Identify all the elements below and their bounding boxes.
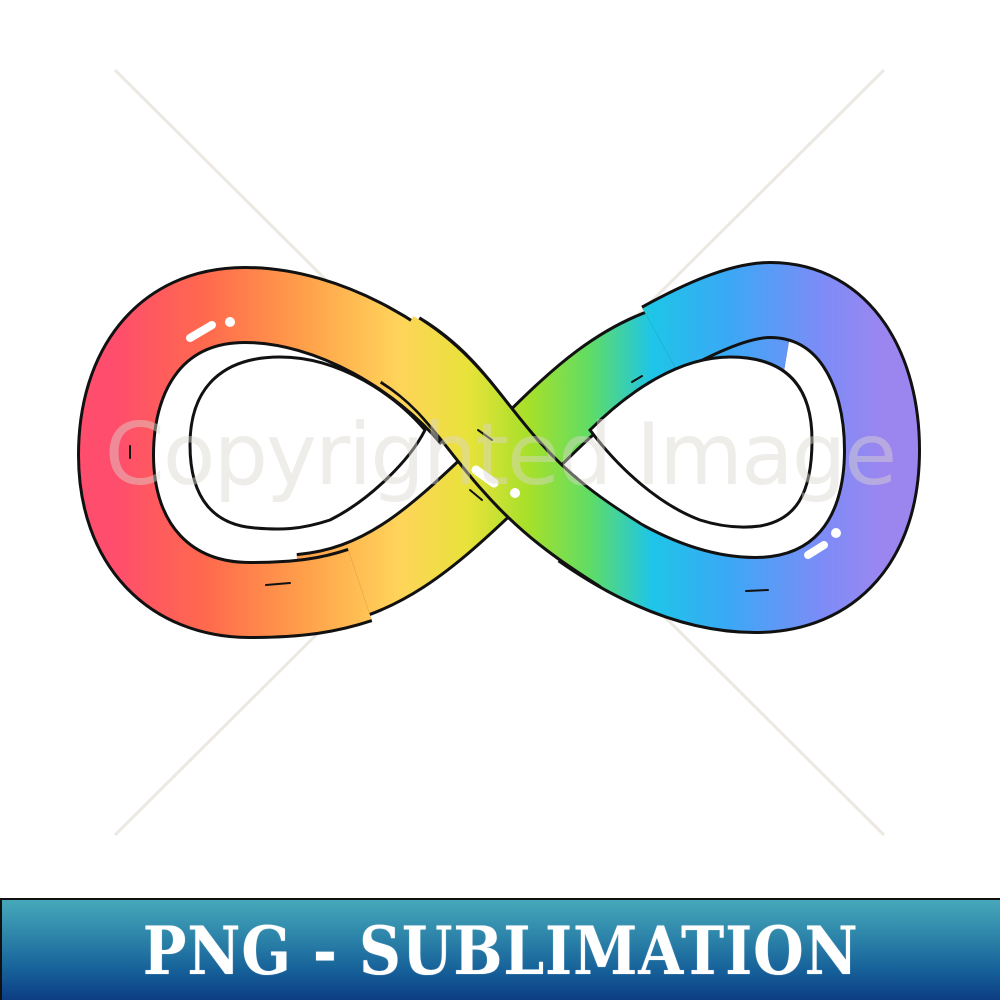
artwork-canvas: Copyrighted Image: [76, 68, 922, 837]
product-banner: PNG - SUBLIMATION: [0, 898, 1000, 1000]
gloss-highlights: [186, 317, 841, 559]
infinity-left-loop: [76, 265, 500, 640]
ink-marks: [129, 375, 769, 592]
infinity-right-loop: [557, 260, 922, 635]
infinity-band-over: [375, 316, 645, 589]
infinity-icon: [76, 68, 922, 837]
infinity-holes: [188, 355, 814, 531]
banner-label: PNG - SUBLIMATION: [143, 912, 859, 990]
